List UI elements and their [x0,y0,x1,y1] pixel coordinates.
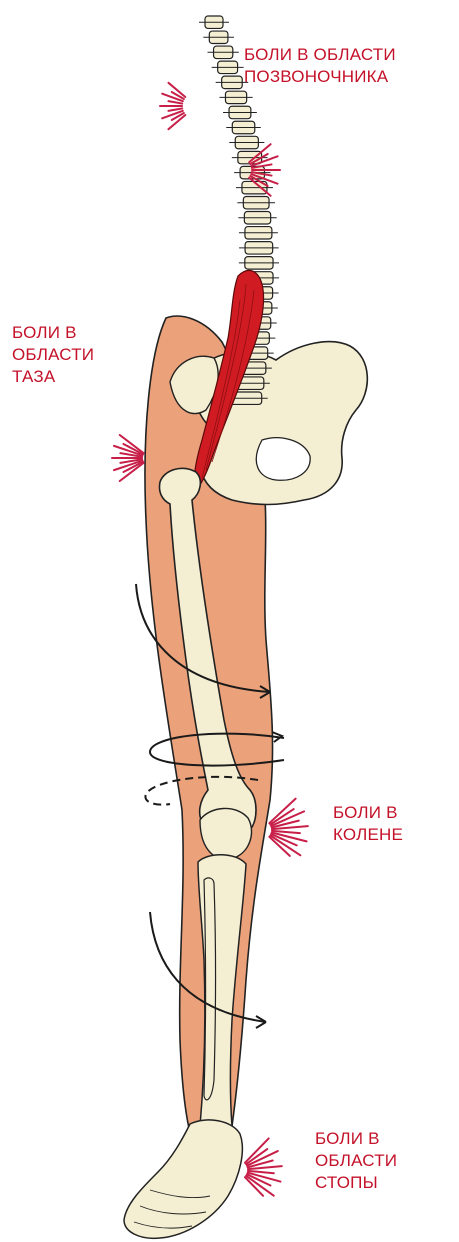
foot-label-line: БОЛИ В [315,1128,397,1150]
pain-ray [168,101,182,103]
knee-label-line: БОЛИ В [333,802,403,824]
neck-pain-rays [160,83,185,129]
pelvis-label-line: ТАЗА [12,366,94,388]
knee-pain-rays [269,799,308,856]
spine-label-line: БОЛИ В ОБЛАСТИ [244,44,396,66]
knee-label-line: КОЛЕНЕ [333,824,403,846]
ankle-pain-rays [245,1138,282,1195]
foot-bones [124,1120,242,1238]
foot-label-line: СТОПЫ [315,1172,397,1194]
foot-label-line: ОБЛАСТИ [315,1150,397,1172]
pelvis-label-line: ОБЛАСТИ [12,344,94,366]
fibula-bone [204,878,216,1100]
pain-ray [168,108,182,110]
pelvis-label-line: БОЛИ В [12,322,94,344]
spine-label-line: ПОЗВОНОЧНИКА [244,66,396,88]
hip-pain-rays [112,435,144,481]
